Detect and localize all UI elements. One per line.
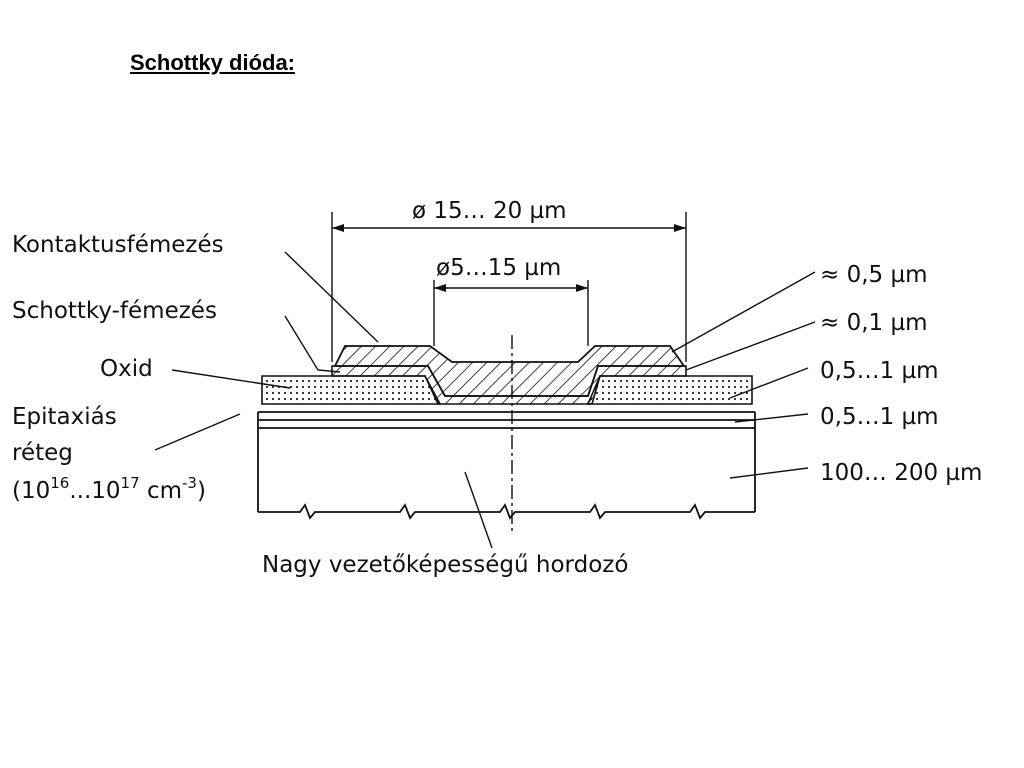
- epitaxial-leader: [154, 413, 241, 451]
- epitaxial-layer: [258, 411, 755, 429]
- inner-diameter-label: ø5…15 µm: [436, 255, 561, 281]
- contact-thickness-leader: [671, 271, 816, 353]
- contact-metal-label: Kontaktusfémezés: [12, 232, 224, 258]
- schottky-thickness-leader: [685, 321, 816, 371]
- epi-thickness-leader: [734, 413, 809, 423]
- page-title: Schottky dióda:: [130, 50, 296, 75]
- oxide-label: Oxid: [100, 356, 153, 382]
- schottky-thickness-label: ≈ 0,1 µm: [820, 310, 928, 336]
- epitaxial-label-line1: Epitaxiás: [12, 404, 117, 430]
- substrate-thickness-leader: [729, 467, 809, 479]
- schottky-metal-leader: [284, 315, 341, 373]
- contact-metal-layer: [333, 345, 686, 397]
- oxide-leader: [171, 369, 291, 389]
- outer-diameter-dimension: ø 15… 20 µm: [331, 198, 687, 362]
- substrate-label: Nagy vezetőképességű hordozó: [262, 552, 628, 578]
- inner-diameter-dimension: ø5…15 µm: [433, 255, 589, 346]
- outer-diameter-label: ø 15… 20 µm: [412, 198, 567, 224]
- contact-metal-leader: [284, 251, 379, 343]
- epitaxial-label-line2: réteg: [12, 440, 73, 466]
- oxide-thickness-leader: [729, 367, 809, 399]
- oxide-thickness-label: 0,5…1 µm: [820, 358, 939, 384]
- substrate-leader: [464, 471, 493, 549]
- schottky-metal-label: Schottky-fémezés: [12, 298, 217, 324]
- epi-thickness-label: 0,5…1 µm: [820, 404, 939, 430]
- epitaxial-doping-label: (1016...1017 cm-3): [12, 474, 206, 504]
- substrate-thickness-label: 100… 200 µm: [820, 460, 982, 486]
- contact-thickness-label: ≈ 0,5 µm: [820, 262, 928, 288]
